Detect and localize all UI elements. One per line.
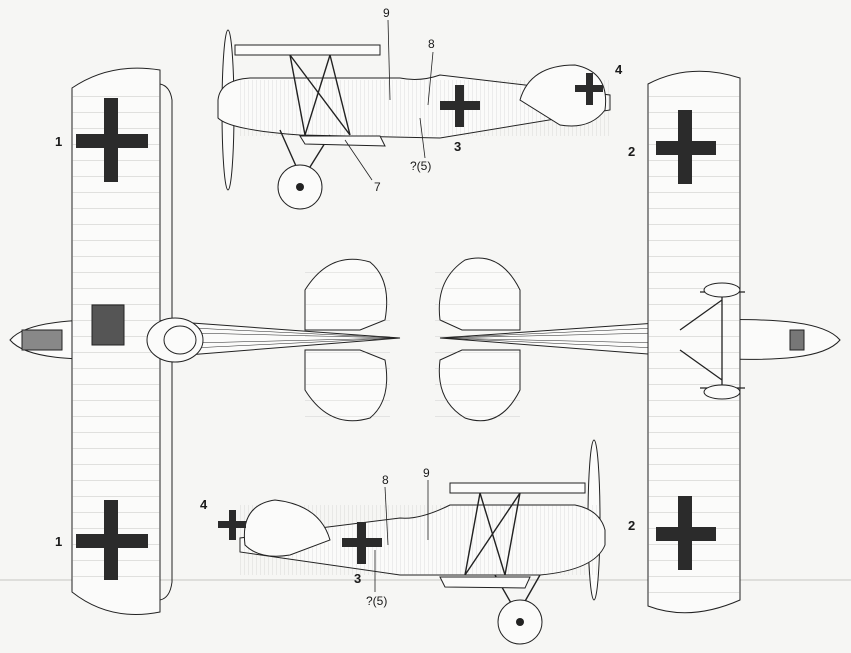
callout-3-lower: 3 [354,571,361,586]
callout-9-upper: 9 [383,6,390,20]
bottom-wing-cross-upper [656,110,716,184]
fin-cross-bottom [218,510,246,540]
callout-2-upper: 2 [628,144,635,159]
callout-8-upper: 8 [428,37,435,51]
upper-wing-side-bottom [449,482,586,494]
callout-1-upper: 1 [55,134,62,149]
bottom-wing-cross-lower [656,496,716,570]
fuselage-cross-bottom [342,522,382,564]
side-view-right [218,439,606,645]
fuselage-cross-top [440,85,480,127]
side-tailfin-bottom [243,499,331,557]
top-wing-cross-lower [76,500,148,580]
callout-4-lower: 4 [200,497,208,512]
engine-block [91,304,125,346]
side-tailfin-top [519,64,607,127]
callout-3-upper: 3 [454,139,461,154]
callout-1-lower: 1 [55,534,62,549]
callout-9-lower: 9 [423,466,430,480]
fin-cross-top [575,73,603,105]
callout-5-upper: ?(5) [410,159,431,173]
callout-4-upper: 4 [615,62,623,77]
side-view-left [217,29,611,210]
callout-2-lower: 2 [628,518,635,533]
leader-lines [344,19,434,592]
callout-5-lower: ?(5) [366,594,387,608]
callout-8-lower: 8 [382,473,389,487]
callout-7: 7 [374,180,381,194]
upper-wing-side-top [234,44,381,56]
top-wing-cross-upper [76,98,148,182]
top-view [9,67,401,615]
bottom-view [435,70,841,614]
